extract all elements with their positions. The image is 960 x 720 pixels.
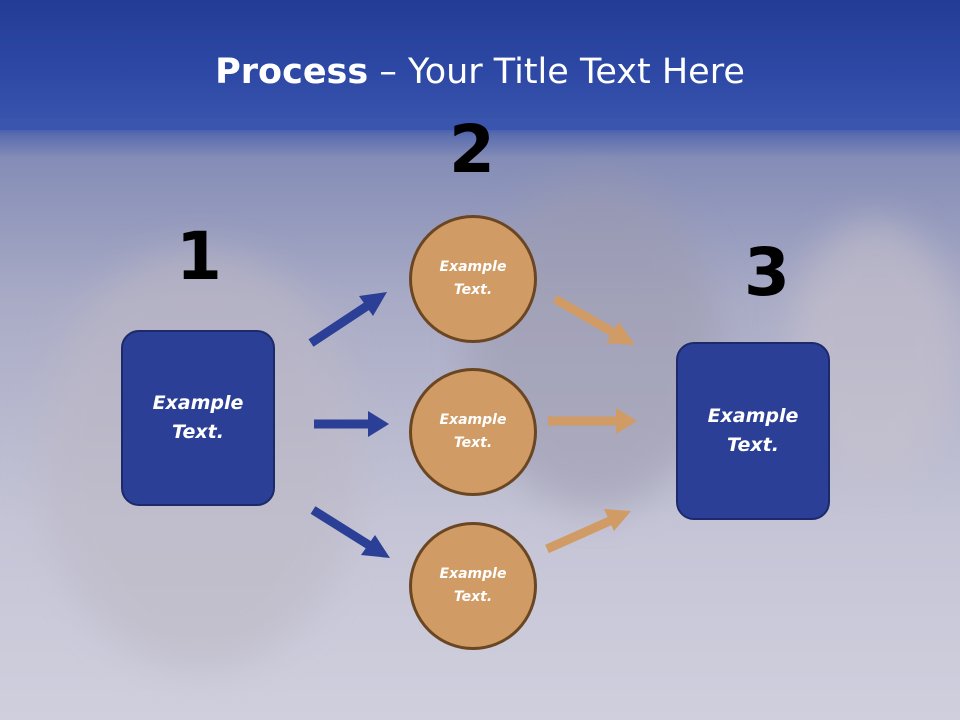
step-number-1: 1 — [176, 218, 222, 295]
title-rest: – Your Title Text Here — [368, 52, 745, 92]
arrow-2-to-3-middle — [548, 408, 637, 434]
step-2-circle-top: Example Text. — [409, 215, 537, 343]
arrow-1-to-2-bottom — [310, 506, 390, 558]
slide-title: Process – Your Title Text Here — [0, 52, 960, 92]
step-3-box: Example Text. — [676, 342, 830, 520]
arrow-1-to-2-top — [308, 292, 387, 347]
step-2-circle-middle: Example Text. — [409, 368, 537, 496]
step-1-box: Example Text. — [121, 330, 275, 506]
title-bold: Process — [215, 52, 369, 92]
step-2-circle-bottom: Example Text. — [409, 522, 537, 650]
title-bar-fade — [0, 118, 960, 158]
title-bar — [0, 0, 960, 130]
step-number-2: 2 — [449, 111, 495, 188]
arrow-1-to-2-middle — [314, 411, 389, 437]
arrow-2-to-3-bottom — [545, 509, 631, 554]
arrow-2-to-3-top — [552, 295, 635, 345]
step-number-3: 3 — [744, 234, 790, 311]
